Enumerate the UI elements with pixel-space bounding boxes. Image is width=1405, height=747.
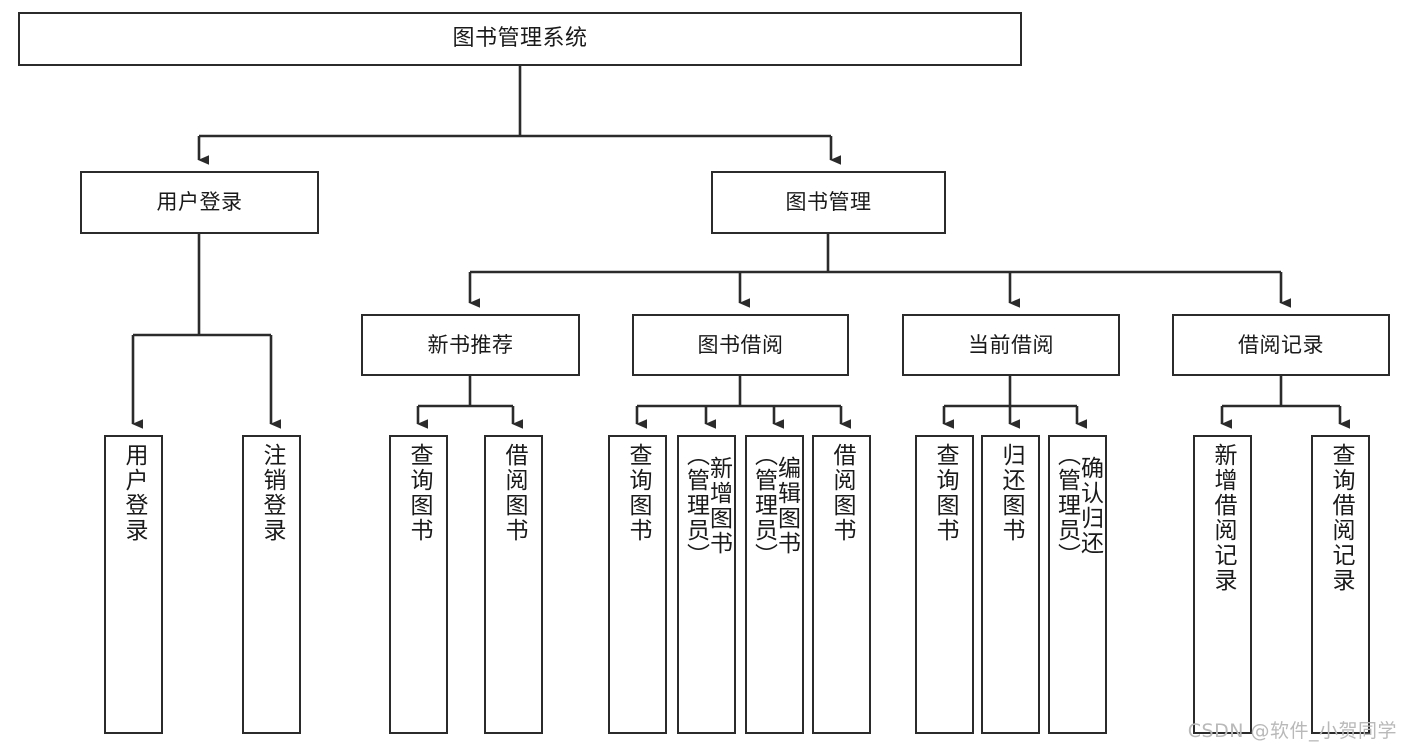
- node-label: 新书推荐: [427, 332, 514, 357]
- node-label: 图书管理: [785, 190, 872, 215]
- leaf-logout[interactable]: 注销登录: [242, 435, 301, 734]
- node-borrow-record[interactable]: 借阅记录: [1172, 314, 1390, 376]
- node-label: 用户登录: [121, 443, 147, 543]
- node-label: 当前借阅: [968, 332, 1054, 357]
- leaf-borrow-book-recommend[interactable]: 借阅图书: [484, 435, 543, 734]
- node-label: 查询图书: [406, 443, 432, 543]
- node-book-borrow[interactable]: 图书借阅: [632, 314, 849, 376]
- node-label: 确认归还 （管理员）: [1053, 443, 1103, 568]
- node-label: 查询借阅记录: [1328, 443, 1354, 593]
- leaf-return-book[interactable]: 归还图书: [981, 435, 1040, 734]
- leaf-query-book-borrow[interactable]: 查询图书: [608, 435, 667, 734]
- csdn-watermark: CSDN @软件_小贺同学: [1187, 720, 1397, 742]
- node-label: 查询图书: [932, 443, 958, 543]
- node-label: 借阅图书: [501, 443, 527, 543]
- node-label: 新增借阅记录: [1210, 443, 1236, 593]
- node-label: 借阅图书: [829, 443, 855, 543]
- node-new-book-recommend[interactable]: 新书推荐: [361, 314, 580, 376]
- node-user-login[interactable]: 用户登录: [80, 171, 319, 234]
- leaf-add-book-admin[interactable]: 新增图书 （管理员）: [677, 435, 736, 734]
- node-label: 用户登录: [156, 190, 243, 215]
- leaf-borrow-book[interactable]: 借阅图书: [812, 435, 871, 734]
- node-label: 图书管理系统: [452, 26, 588, 52]
- leaf-query-book-current[interactable]: 查询图书: [915, 435, 974, 734]
- node-label: 借阅记录: [1238, 332, 1324, 357]
- node-label: 图书借阅: [697, 332, 784, 357]
- node-label: 新增图书 （管理员）: [682, 443, 732, 568]
- leaf-edit-book-admin[interactable]: 编辑图书 （管理员）: [745, 435, 804, 734]
- node-label: 归还图书: [998, 443, 1024, 543]
- node-label: 查询图书: [625, 443, 651, 543]
- node-book-management[interactable]: 图书管理: [711, 171, 946, 234]
- node-root-book-management-system[interactable]: 图书管理系统: [18, 12, 1022, 66]
- node-current-borrow[interactable]: 当前借阅: [902, 314, 1120, 376]
- leaf-query-borrow-record[interactable]: 查询借阅记录: [1311, 435, 1370, 734]
- leaf-query-book-recommend[interactable]: 查询图书: [389, 435, 448, 734]
- leaf-confirm-return-admin[interactable]: 确认归还 （管理员）: [1048, 435, 1107, 734]
- node-label: 编辑图书 （管理员）: [750, 443, 800, 568]
- leaf-user-login[interactable]: 用户登录: [104, 435, 163, 734]
- leaf-add-borrow-record[interactable]: 新增借阅记录: [1193, 435, 1252, 734]
- node-label: 注销登录: [259, 443, 285, 543]
